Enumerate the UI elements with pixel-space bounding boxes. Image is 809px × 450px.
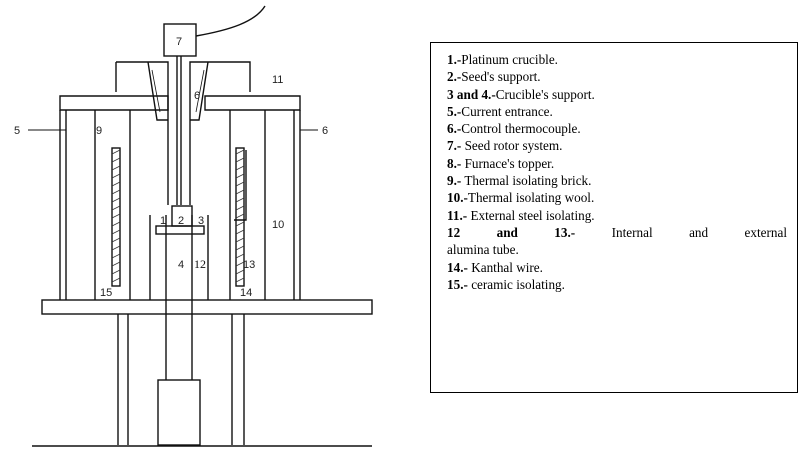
legend-item-1: 1.-Platinum crucible. [447, 52, 558, 67]
pedestal [157, 379, 201, 446]
legend-box: 1.-Platinum crucible. 2.-Seed's support.… [430, 42, 798, 393]
legend-item-15: 15.- ceramic isolating. [447, 276, 565, 292]
label-6-topper: 6 [194, 90, 200, 102]
legend-item-7: 7.- Seed rotor system. [447, 138, 563, 154]
rotor-cable [195, 5, 266, 37]
heating-coil-right [235, 147, 245, 287]
legend-item-11: 11.- External steel isolating. [447, 207, 595, 223]
label-14: 14 [240, 287, 252, 299]
seed-rotor-box [163, 23, 197, 57]
label-5: 5 [14, 125, 20, 137]
label-4: 4 [178, 259, 184, 271]
label-2: 2 [178, 215, 184, 227]
base-plate [41, 299, 373, 315]
label-13: 13 [243, 259, 255, 271]
legend-item-2: 2.-Seed's support. [447, 69, 541, 85]
legend-item-6: 6.-Control thermocouple. [447, 121, 581, 137]
legend-item-12-13: 12 and 13.- Internal and external [447, 224, 788, 240]
label-1: 1 [160, 215, 166, 227]
legend-item-12-13-cont: alumina tube. [447, 242, 519, 258]
furnace-diagram: 7 11 6 5 6 9 10 1 2 3 4 12 13 14 15 [14, 5, 373, 447]
legend-item-14: 14.- Kanthal wire. [447, 259, 543, 275]
label-11: 11 [272, 74, 283, 86]
right-upper-plate [204, 95, 301, 111]
legend-item-10: 10.-Thermal isolating wool. [447, 190, 595, 206]
label-12: 12 [194, 257, 206, 271]
legend-item-3-4: 3 and 4.-Crucible's support. [447, 86, 595, 102]
crucible-support [155, 225, 205, 235]
furnace-topper [116, 61, 251, 205]
label-6: 6 [322, 125, 328, 137]
heating-coil-left [111, 147, 121, 287]
label-3: 3 [198, 215, 204, 227]
legend-item-9: 9.- Thermal isolating brick. [447, 173, 592, 189]
label-9: 9 [96, 125, 102, 137]
legend-item-8: 8.- Furnace's topper. [447, 155, 555, 171]
label-15: 15 [100, 287, 112, 299]
control-thermocouple [234, 150, 247, 221]
left-upper-plate [59, 95, 169, 111]
legend-item-5: 5.-Current entrance. [447, 103, 553, 119]
label-10: 10 [272, 219, 284, 231]
label-7: 7 [176, 36, 182, 48]
